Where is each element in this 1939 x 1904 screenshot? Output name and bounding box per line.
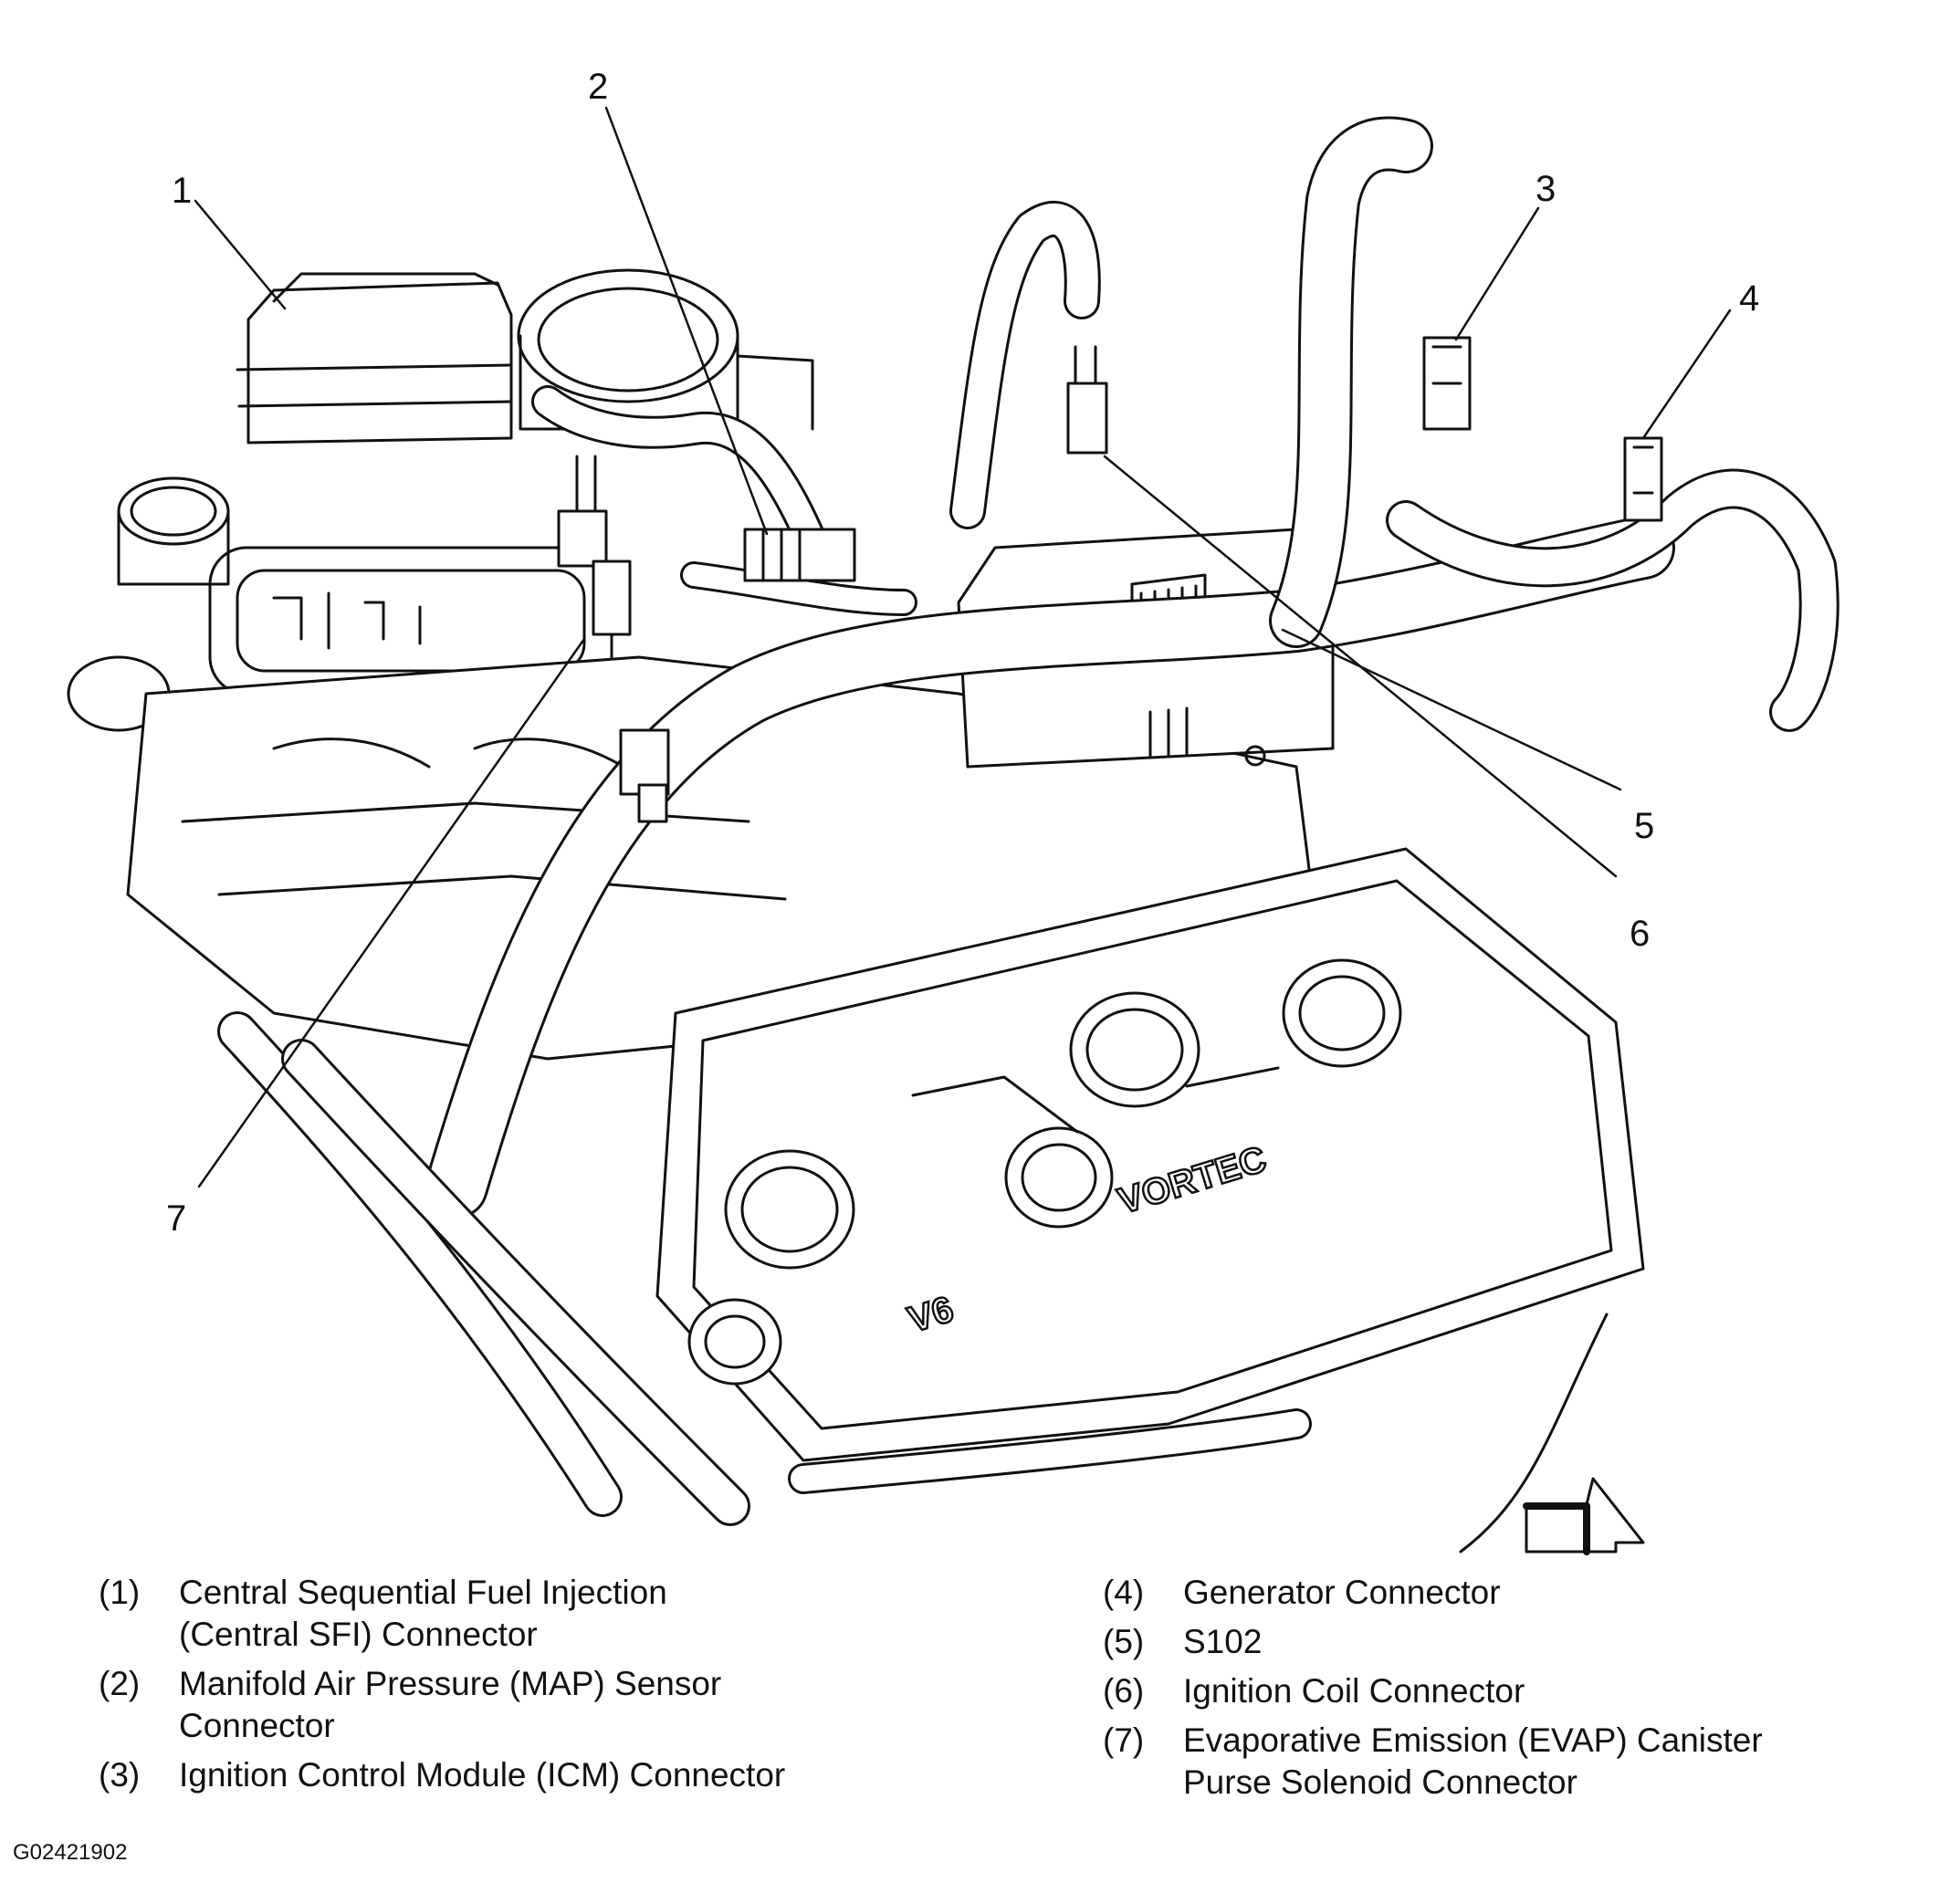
legend-line: Manifold Air Pressure (MAP) Sensor [179,1665,722,1702]
legend-line: (Central SFI) Connector [179,1616,538,1653]
legend-number: (1) [99,1574,141,1611]
legend-line: Purse Solenoid Connector [1183,1763,1577,1801]
callout-3: 3 [1535,169,1556,209]
legend-text: Manifold Air Pressure (MAP) Sensor Conne… [179,1663,1030,1747]
legend-number: (6) [1103,1672,1145,1710]
direction-arrow-icon [1523,1477,1645,1555]
legend-item-2: (2) Manifold Air Pressure (MAP) Sensor C… [99,1663,1030,1747]
legend-text: S102 [1183,1621,1924,1663]
legend-number: (3) [99,1756,141,1794]
legend-number: (4) [1103,1574,1145,1611]
callout-1: 1 [172,171,192,211]
legend-item-7: (7) Evaporative Emission (EVAP) Canister… [1103,1720,1924,1804]
legend-text: Ignition Control Module (ICM) Connector [179,1754,1030,1796]
lower-hoses [217,1011,1609,1554]
legend-line: Evaporative Emission (EVAP) Canister [1183,1721,1763,1759]
legend-line: S102 [1183,1623,1263,1660]
figure-id: G02421902 [13,1840,128,1865]
legend-item-4: (4) Generator Connector [1103,1572,1924,1614]
connector-map-sensor [743,528,856,582]
legend-item-3: (3) Ignition Control Module (ICM) Connec… [99,1754,1030,1796]
callout-4: 4 [1739,278,1759,319]
central-sfi-unit [208,272,613,696]
callout-7: 7 [166,1198,186,1239]
callout-5: 5 [1634,806,1654,846]
legend-text: Evaporative Emission (EVAP) Canister Pur… [1183,1720,1924,1804]
legend-line: Connector [179,1707,335,1744]
valve-cover [655,847,1645,1462]
legend-item-1: (1) Central Sequential Fuel Injection (C… [99,1572,1030,1656]
legend-item-5: (5) S102 [1103,1621,1924,1663]
legend-line: Ignition Coil Connector [1183,1672,1525,1710]
callout-2: 2 [588,67,608,107]
callout-leader-lines [194,106,1732,1188]
legend-right-column: (4) Generator Connector (5) S102 (6) Ign… [1103,1572,1924,1811]
legend-number: (2) [99,1665,141,1702]
legend-number: (5) [1103,1623,1145,1660]
connector-ignition-coil [1066,345,1108,455]
callout-6: 6 [1630,914,1650,954]
legend-number: (7) [1103,1721,1145,1759]
engine-illustration: VORTEC V6 1 2 3 4 5 6 7 [67,67,1839,1555]
legend-line: Central Sequential Fuel Injection [179,1574,667,1611]
legend-text: Central Sequential Fuel Injection (Centr… [179,1572,1030,1656]
legend-item-6: (6) Ignition Coil Connector [1103,1670,1924,1712]
throttle-body [517,268,814,431]
connector-icm [1422,336,1472,431]
legend-text: Ignition Coil Connector [1183,1670,1924,1712]
connector-generator [1623,436,1663,522]
legend-text: Generator Connector [1183,1572,1924,1614]
legend-left-column: (1) Central Sequential Fuel Injection (C… [99,1572,1030,1804]
legend-line: Ignition Control Module (ICM) Connector [179,1756,786,1794]
legend-line: Generator Connector [1183,1574,1501,1611]
connector-evap-solenoid [619,728,670,823]
connector-central-sfi [557,455,632,636]
wiring-harness [424,116,1839,1219]
